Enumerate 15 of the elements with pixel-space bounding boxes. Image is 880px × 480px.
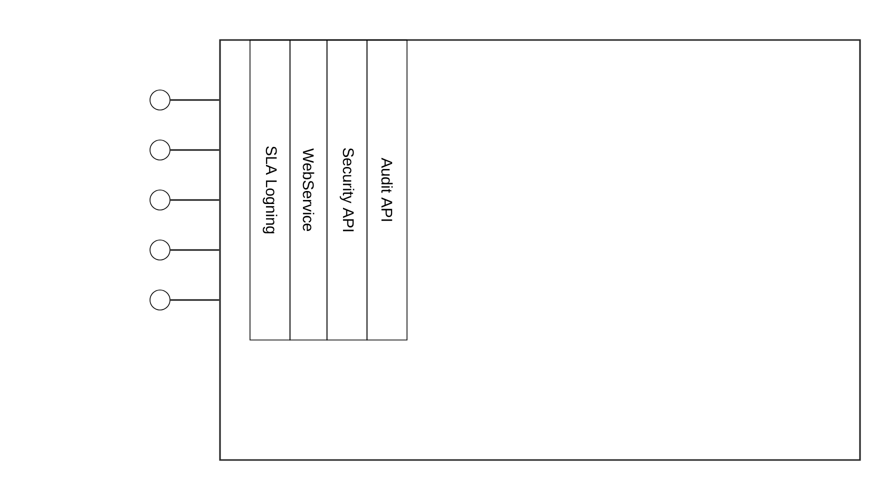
interface-circle	[150, 290, 170, 310]
vertical-band: SLA Logning	[250, 40, 290, 340]
container-box	[219, 39, 861, 461]
connector-line	[170, 99, 220, 101]
interface-circle	[150, 90, 170, 110]
connector-line	[170, 149, 220, 151]
interface-circle	[150, 240, 170, 260]
connector-line	[170, 249, 220, 251]
vertical-band: Security API	[326, 40, 368, 340]
interface-circle	[150, 190, 170, 210]
connector-line	[170, 299, 220, 301]
vertical-band: WebService	[290, 40, 328, 340]
interface-circle	[150, 140, 170, 160]
connector-line	[170, 199, 220, 201]
vertical-band: Audit API	[366, 40, 408, 340]
